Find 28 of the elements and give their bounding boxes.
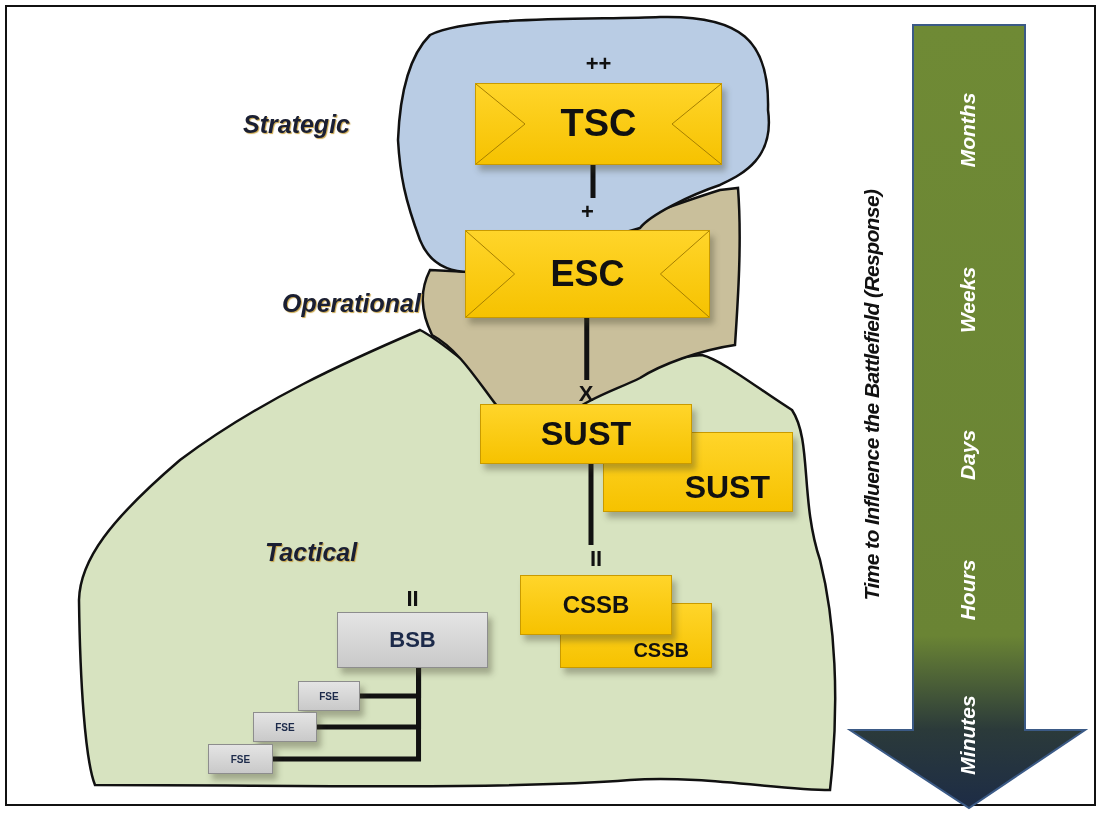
time-scale-label: Weeks	[956, 266, 980, 334]
connector-line	[588, 464, 594, 545]
time-scale-label: Days	[956, 429, 980, 481]
unit-label: CSSB	[562, 591, 630, 619]
level-label: Tactical	[265, 538, 358, 567]
unit-label: BSB	[389, 627, 436, 653]
echelon-mark: II	[406, 588, 419, 612]
echelon-mark: II	[589, 548, 603, 573]
unit-label: FSE	[319, 690, 339, 702]
axis-title: Time to Influence the Battlefield (Response)	[860, 189, 884, 601]
unit-label: FSE	[275, 721, 295, 733]
unit-label: CSSB	[633, 639, 689, 661]
connector-line	[584, 318, 590, 380]
level-label: Strategic	[243, 110, 350, 139]
echelon-mark: ++	[585, 53, 612, 78]
unit-label: SUST	[684, 469, 770, 505]
time-scale-label: Months	[956, 92, 980, 168]
echelon-mark: X	[578, 383, 594, 404]
unit-label: FSE	[230, 753, 251, 765]
unit-label: TSC	[560, 103, 637, 145]
level-label: Operational	[282, 289, 421, 318]
connector-line	[590, 165, 596, 198]
time-scale-label: Hours	[956, 559, 980, 621]
echelon-mark: +	[581, 201, 594, 226]
connector-line	[273, 668, 422, 762]
unit-label: SUST	[540, 415, 632, 453]
time-scale-label: Minutes	[956, 695, 980, 775]
unit-label: ESC	[550, 254, 625, 294]
